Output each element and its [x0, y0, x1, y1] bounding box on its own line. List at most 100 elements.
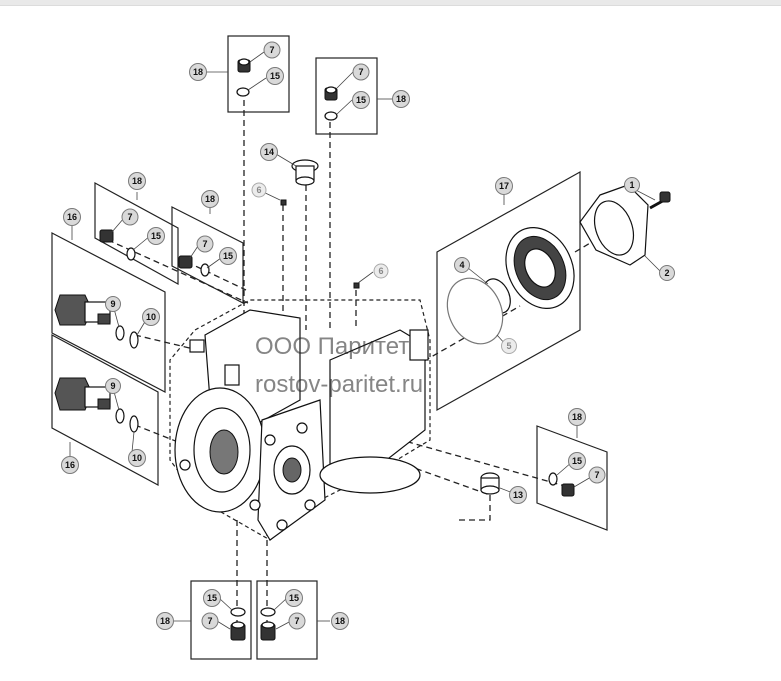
- detail-box-bottom-right: [256, 580, 318, 660]
- svg-text:7: 7: [207, 616, 212, 626]
- svg-text:4: 4: [459, 260, 464, 270]
- assembly-line: [134, 334, 199, 351]
- callout-4: 4: [454, 257, 470, 273]
- callout-7: 7: [352, 63, 370, 81]
- callout-7: 7: [588, 466, 606, 484]
- assembly-line: [455, 495, 491, 521]
- svg-text:14: 14: [264, 147, 274, 157]
- plug-7-left: [99, 229, 114, 243]
- svg-text:7: 7: [127, 212, 132, 222]
- top-bar: [0, 0, 781, 6]
- callout-15: 15: [147, 227, 165, 245]
- callout-18: 18: [392, 90, 410, 108]
- svg-text:7: 7: [294, 616, 299, 626]
- pin-6a: [280, 199, 287, 206]
- callout-18: 18: [128, 172, 146, 190]
- callout-2: 2: [659, 265, 675, 281]
- svg-text:18: 18: [132, 176, 142, 186]
- detail-box-seal-kit: [436, 170, 581, 412]
- plug-14: [291, 159, 319, 186]
- svg-text:6: 6: [378, 266, 383, 276]
- callout-6: 6: [251, 182, 267, 198]
- detail-box-top-left: [227, 35, 290, 113]
- svg-text:7: 7: [269, 45, 274, 55]
- callout-18: 18: [201, 190, 219, 208]
- callout-7: 7: [263, 41, 281, 59]
- ring-10-lower: [129, 415, 139, 433]
- svg-text:6: 6: [256, 185, 261, 195]
- svg-text:15: 15: [356, 95, 366, 105]
- o-ring-15-top-right: [324, 111, 338, 121]
- svg-text:7: 7: [358, 67, 363, 77]
- o-ring-5: [446, 277, 504, 345]
- watermark-site: rostov-paritet.ru: [255, 371, 423, 398]
- callout-14: 14: [260, 143, 278, 161]
- o-ring-15-bottom-left: [230, 607, 246, 617]
- svg-text:16: 16: [65, 460, 75, 470]
- callout-15: 15: [219, 247, 237, 265]
- svg-text:15: 15: [207, 593, 217, 603]
- callout-9: 9: [105, 378, 121, 394]
- svg-text:9: 9: [110, 381, 115, 391]
- callout-6: 6: [373, 263, 389, 279]
- ring-10-upper: [129, 331, 139, 349]
- callout-18: 18: [189, 63, 207, 81]
- svg-text:10: 10: [146, 312, 156, 322]
- svg-text:10: 10: [132, 453, 142, 463]
- svg-text:18: 18: [160, 616, 170, 626]
- plug-7-right: [561, 483, 575, 497]
- svg-text:15: 15: [289, 593, 299, 603]
- detail-box-valve-upper: [51, 232, 166, 393]
- o-ring-15-left: [126, 247, 136, 261]
- seal-9-lower: [115, 408, 125, 424]
- bolt-1: [649, 191, 671, 210]
- plug-13: [480, 472, 500, 495]
- svg-text:13: 13: [513, 490, 523, 500]
- callout-18: 18: [568, 408, 586, 426]
- callout-10: 10: [128, 449, 146, 467]
- callout-1: 1: [624, 177, 640, 193]
- callout-16: 16: [63, 208, 81, 226]
- callout-15: 15: [203, 589, 221, 607]
- svg-text:18: 18: [396, 94, 406, 104]
- svg-text:7: 7: [202, 239, 207, 249]
- svg-text:9: 9: [110, 299, 115, 309]
- plug-7-top-right: [324, 86, 338, 101]
- detail-box-right-plug: [536, 425, 608, 531]
- callout-15: 15: [352, 91, 370, 109]
- callout-18: 18: [156, 612, 174, 630]
- svg-text:5: 5: [506, 341, 511, 351]
- callout-7: 7: [196, 235, 214, 253]
- svg-text:16: 16: [67, 212, 77, 222]
- callout-16: 16: [61, 456, 79, 474]
- callout-5: 5: [501, 338, 517, 354]
- seal-9-upper: [115, 325, 125, 341]
- watermark-company: ООО Паритет: [255, 333, 409, 360]
- assembly-line: [186, 261, 247, 291]
- detail-box-plug-left: [94, 181, 179, 286]
- svg-text:15: 15: [151, 231, 161, 241]
- o-ring-15-top-left: [236, 87, 250, 97]
- o-ring-15-mid: [200, 263, 210, 277]
- svg-text:18: 18: [572, 412, 582, 422]
- detail-box-bottom-left: [190, 580, 252, 660]
- svg-text:15: 15: [223, 251, 233, 261]
- pump-housing: [169, 299, 431, 541]
- svg-text:18: 18: [335, 616, 345, 626]
- callout-17: 17: [495, 177, 513, 195]
- svg-text:2: 2: [664, 268, 669, 278]
- o-ring-15-right: [548, 472, 558, 486]
- detail-box-plug-mid: [171, 206, 244, 304]
- callout-18: 18: [331, 612, 349, 630]
- svg-text:15: 15: [572, 456, 582, 466]
- seal-assembly-17: [505, 227, 575, 309]
- o-ring-15-bottom-right: [260, 607, 276, 617]
- callout-13: 13: [509, 486, 527, 504]
- cover-plate-2: [579, 184, 649, 266]
- plug-7-bottom-left: [230, 621, 246, 641]
- callout-15: 15: [285, 589, 303, 607]
- plug-7-bottom-right: [260, 621, 276, 641]
- callout-7: 7: [121, 208, 139, 226]
